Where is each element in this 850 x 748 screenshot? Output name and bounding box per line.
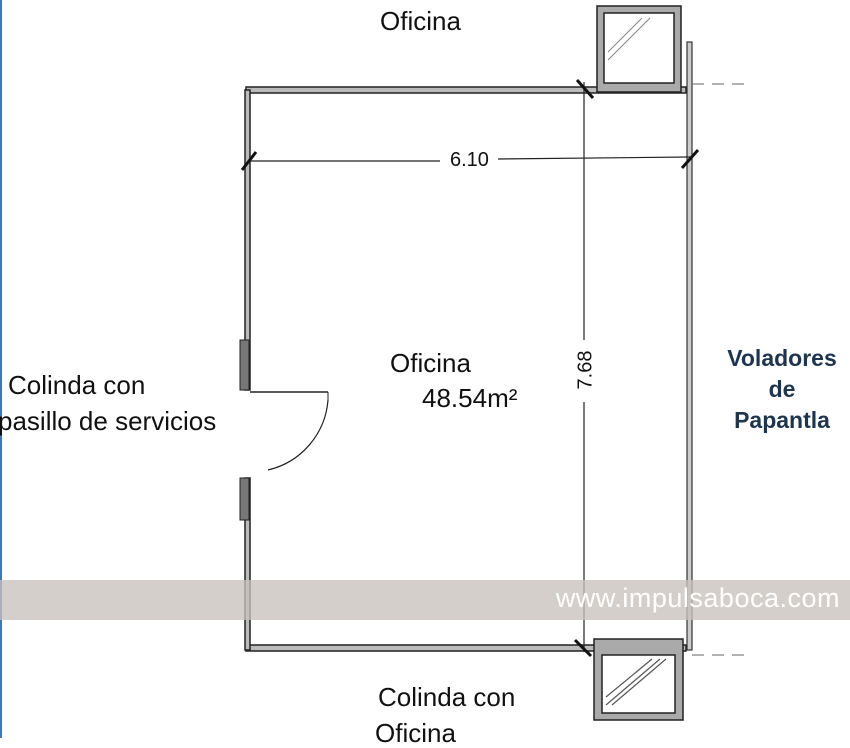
right-label-line-3: Papantla <box>734 407 830 433</box>
left-neighbor-label-1: Colinda con <box>8 370 146 400</box>
right-street-label: Voladores de Papantla <box>714 343 850 436</box>
right-label-line-1: Voladores <box>727 345 837 371</box>
room-name-label: Oficina <box>390 348 471 378</box>
right-label-line-2: de <box>768 376 796 402</box>
bottom-neighbor-label-2: Oficina <box>375 718 456 748</box>
watermark-text: www.impulsaboca.com <box>555 583 840 613</box>
bottom-neighbor-label-1: Colinda con <box>378 682 516 712</box>
width-dimension-line <box>240 149 700 171</box>
left-edge-line <box>0 0 2 738</box>
watermark-band <box>0 580 850 620</box>
door-swing <box>250 391 329 471</box>
width-dimension-label: 6.10 <box>450 149 489 171</box>
column-top <box>596 5 682 93</box>
length-dimension-label: 7.68 <box>574 350 597 390</box>
room-area-label: 48.54m² <box>422 383 518 413</box>
top-neighbor-label: Oficina <box>380 6 461 36</box>
left-neighbor-label-2: pasillo de servicios <box>0 406 217 436</box>
right-wall-facade <box>686 41 750 656</box>
column-bottom <box>593 638 684 721</box>
left-wall <box>239 89 251 651</box>
